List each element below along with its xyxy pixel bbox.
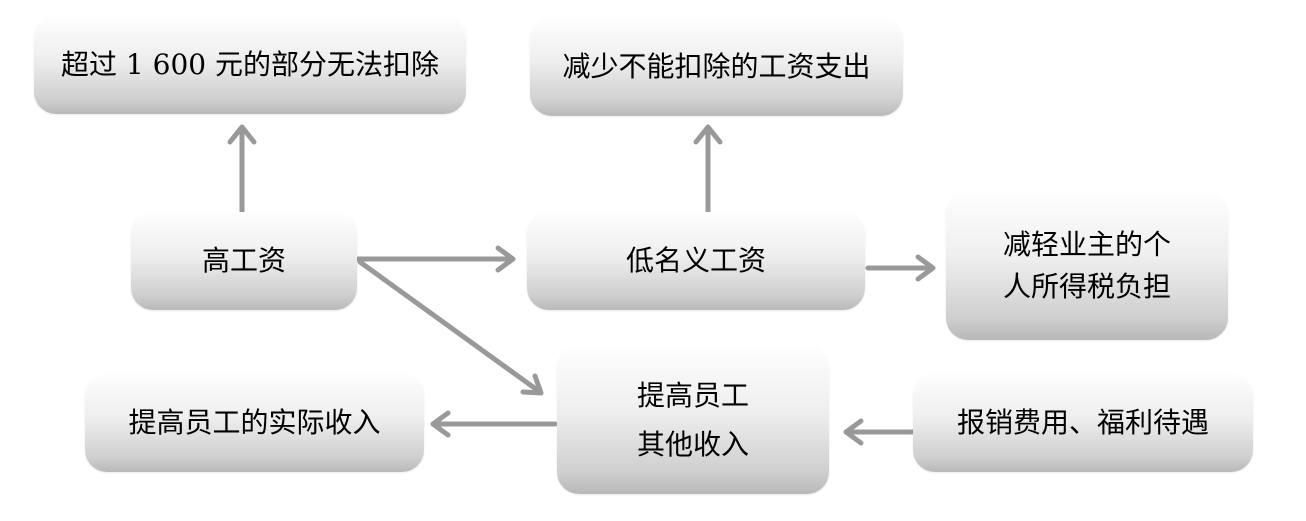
box-reimburse-benefits-label: 报销费用、福利待遇: [956, 406, 1209, 439]
box-reduce-owner-tax-line-1: 减轻业主的个: [1002, 228, 1171, 261]
box-raise-actual-income-label: 提高员工的实际收入: [128, 406, 381, 439]
box-reduce-nondeductible: 减少不能扣除的工资支出: [530, 18, 903, 116]
box-raise-other-income: 提高员工 其他收入: [557, 346, 829, 494]
box-raise-other-income-line-1: 提高员工: [636, 379, 749, 412]
box-reduce-owner-tax: 减轻业主的个 人所得税负担: [946, 192, 1228, 340]
arrow-low-salary-to-owner-tax: [865, 254, 936, 282]
box-reduce-nondeductible-label: 减少不能扣除的工资支出: [562, 50, 871, 83]
box-over-1600-label: 超过 1 600 元的部分无法扣除: [61, 48, 439, 81]
arrow-other-income-to-actual-income: [430, 410, 558, 438]
box-reduce-owner-tax-line-2: 人所得税负担: [1002, 270, 1171, 303]
box-low-nominal-salary: 低名义工资: [527, 212, 865, 310]
box-reimburse-benefits: 报销费用、福利待遇: [913, 374, 1253, 472]
arrow-high-salary-to-over-1600: [227, 124, 257, 215]
box-raise-actual-income: 提高员工的实际收入: [85, 374, 424, 472]
box-low-nominal-salary-label: 低名义工资: [625, 244, 766, 277]
arrow-high-salary-to-low-salary: [355, 245, 516, 273]
box-high-salary: 高工资: [131, 212, 357, 310]
arrow-high-salary-to-other-income: [357, 259, 544, 396]
arrow-low-salary-to-reduce-nondeductible: [693, 124, 723, 215]
box-over-1600: 超过 1 600 元的部分无法扣除: [34, 16, 466, 114]
box-raise-other-income-line-2: 其他收入: [636, 428, 749, 461]
box-high-salary-label: 高工资: [201, 244, 286, 277]
arrow-reimburse-to-other-income: [843, 418, 915, 446]
